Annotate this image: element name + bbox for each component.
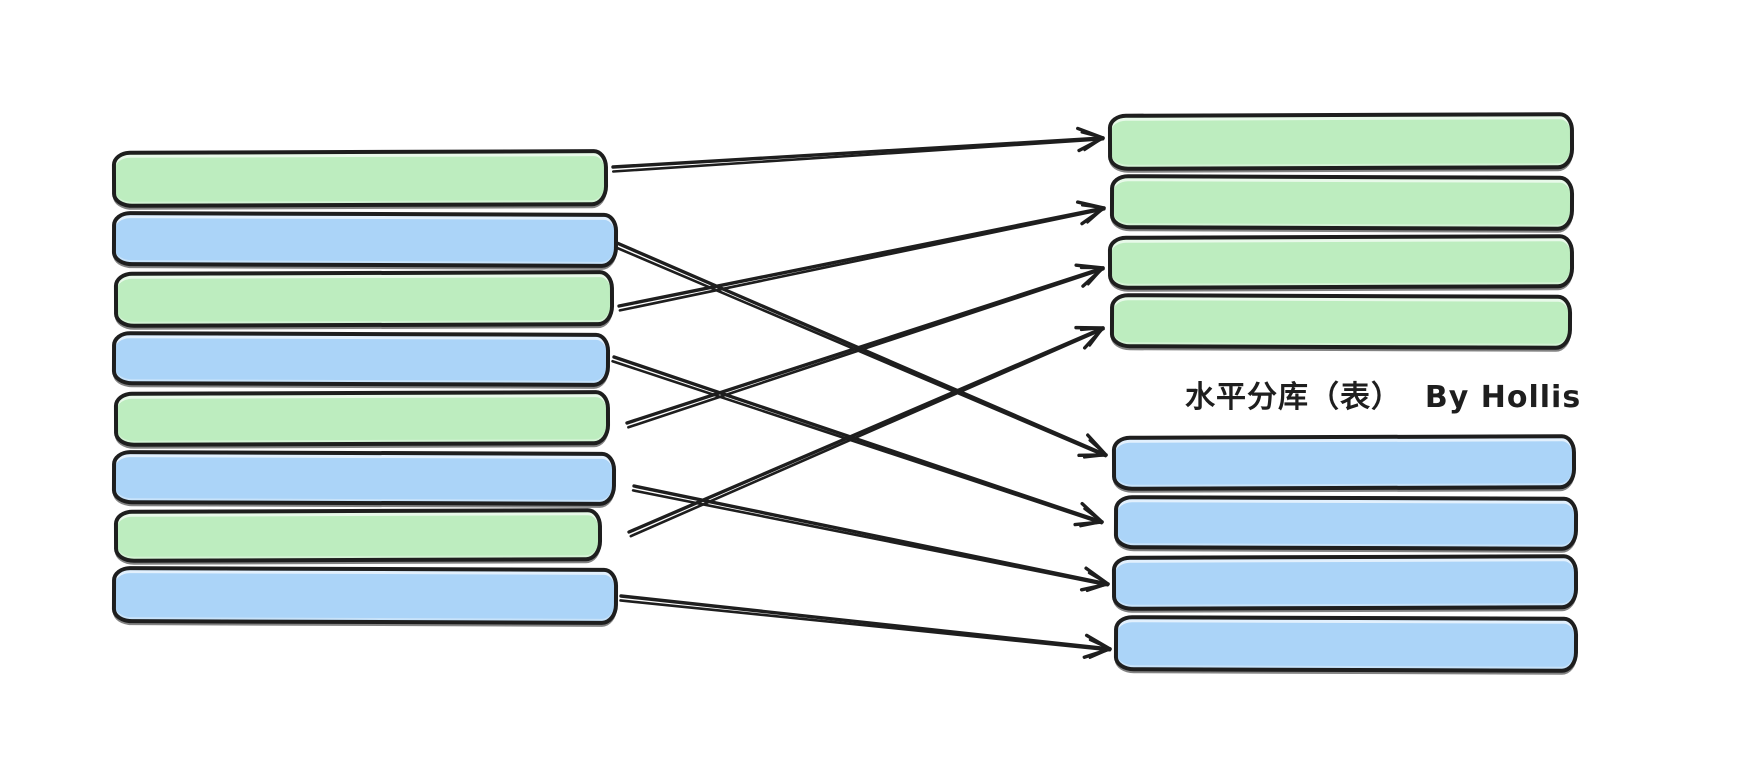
arrow-source-row-7-to-green-shard-row-4 <box>627 325 1105 538</box>
source-row-5 <box>113 390 611 447</box>
blue-shard-row-1 <box>1111 434 1577 491</box>
source-row-6 <box>111 450 617 506</box>
source-row-7 <box>113 508 603 563</box>
blue-shard-row-4 <box>1113 615 1579 673</box>
source-row-8 <box>111 566 619 625</box>
green-shard-row-3 <box>1107 234 1575 290</box>
arrow-source-row-3-to-green-shard-row-2 <box>617 200 1106 312</box>
arrow-source-row-1-to-green-shard-row-1 <box>611 126 1105 173</box>
arrow-source-row-4-to-blue-shard-row-2 <box>611 355 1104 528</box>
arrow-source-row-2-to-blue-shard-row-1 <box>613 241 1108 459</box>
green-shard-row-1 <box>1107 112 1575 171</box>
blue-shard-row-3 <box>1111 554 1579 611</box>
green-shard-row-4 <box>1109 293 1573 350</box>
green-shard-row-2 <box>1109 174 1575 231</box>
diagram-caption: 水平分库（表） By Hollis <box>1185 380 1582 415</box>
blue-shard-row-2 <box>1113 495 1579 551</box>
arrow-source-row-8-to-blue-shard-row-4 <box>619 594 1112 660</box>
source-row-3 <box>113 270 615 328</box>
arrow-source-row-6-to-blue-shard-row-3 <box>631 484 1110 593</box>
source-row-2 <box>111 211 619 268</box>
source-row-1 <box>111 149 609 208</box>
arrow-source-row-5-to-green-shard-row-3 <box>625 263 1105 429</box>
source-row-4 <box>111 331 611 387</box>
